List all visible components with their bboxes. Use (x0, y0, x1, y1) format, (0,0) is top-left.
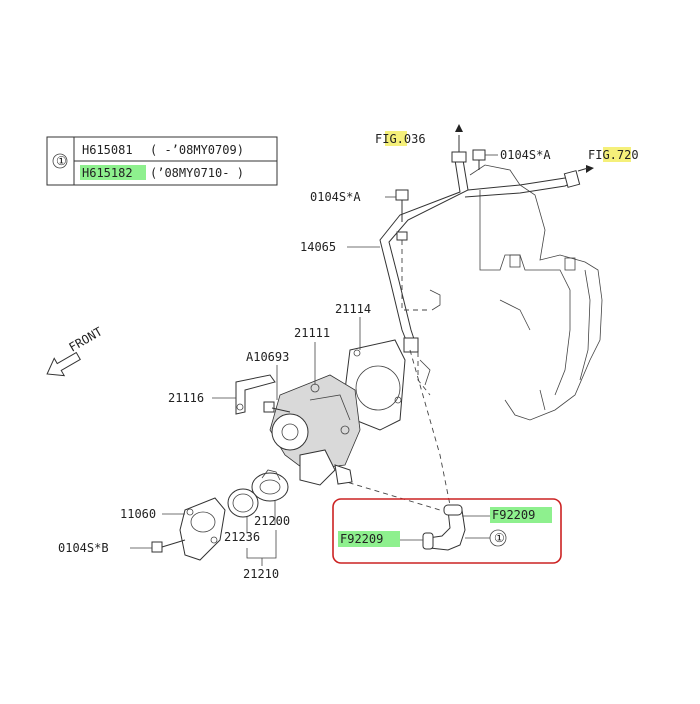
label-gasket-21114: 21114 (335, 302, 371, 316)
label-front: FRONT (67, 324, 105, 354)
engine-block (419, 164, 603, 421)
label-pipe: 14065 (300, 240, 336, 254)
bolt-b (130, 539, 186, 553)
label-bolt-a-top: 0104S*A (500, 148, 551, 162)
table-row-2-part: H615182 (82, 166, 133, 180)
table-row-1-range: ( -’08MY0709) (150, 143, 244, 157)
label-cover-11060: 11060 (120, 507, 156, 521)
bolt-mid (385, 189, 409, 241)
hose-circle-icon (489, 529, 507, 547)
label-clip-right[interactable]: F92209 (492, 508, 535, 522)
part-highlight (80, 165, 146, 180)
table-circle: ① (56, 154, 67, 168)
label-clip-left[interactable]: F92209 (340, 532, 383, 546)
bolt-a10693 (263, 365, 291, 413)
label-bracket-21116: 21116 (168, 391, 204, 405)
table-row-1-part: H615081 (82, 143, 133, 157)
arrow-right-icon (586, 165, 594, 173)
label-pump-21111: 21111 (294, 326, 330, 340)
thermostat (251, 469, 289, 525)
fig-ref-720[interactable]: FIG.720 (588, 148, 639, 162)
bracket-21116 (212, 374, 276, 415)
table-circle-icon (52, 153, 68, 169)
gasket-21236 (227, 488, 259, 533)
label-bolt-b: 0104S*B (58, 541, 109, 555)
fig-ref-036[interactable]: FIG.036 (375, 132, 426, 146)
label-assembly-21210: 21210 (243, 567, 279, 581)
label-bolt-a-mid: 0104S*A (310, 190, 361, 204)
thermostat-cover (162, 497, 226, 561)
callout-box (332, 498, 562, 564)
hose-assembly (400, 504, 507, 551)
table-row-2-range: (’08MY0710- ) (150, 166, 244, 180)
water-pump (269, 342, 361, 486)
front-arrow-icon (46, 351, 81, 377)
coolant-pipe (379, 135, 581, 353)
label-gasket-21236: 21236 (224, 530, 260, 544)
arrow-up-icon (455, 124, 463, 132)
label-thermostat-21200: 21200 (254, 514, 290, 528)
applicability-table: ① H615081 ( -’08MY0709) H615182 (’08MY07… (46, 136, 278, 186)
hose-circle: ① (494, 531, 505, 545)
bolt-top (472, 149, 498, 170)
label-bolt-a10693: A10693 (246, 350, 289, 364)
